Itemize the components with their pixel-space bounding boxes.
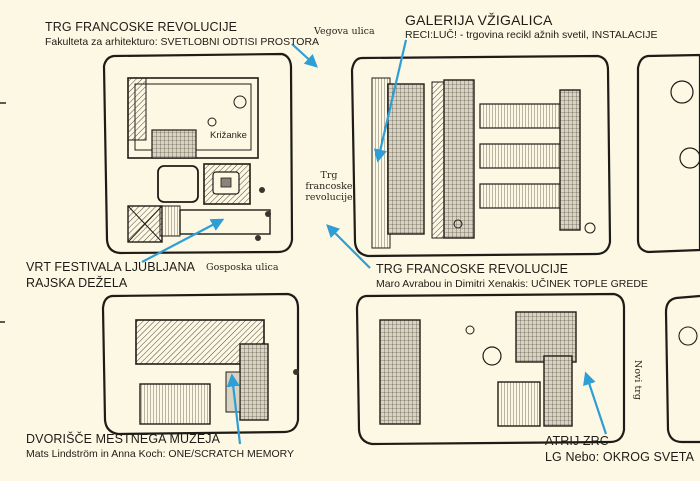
building-krizanke: Križanke	[210, 130, 247, 141]
location-title: ATRIJ ZRC	[545, 434, 609, 448]
location-subtitle: LG Nebo: OKROG SVETA	[545, 450, 695, 464]
location-title: TRG FRANCOSKE REVOLUCIJE	[45, 20, 238, 34]
location-title: VRT FESTIVALA LJUBLJANA	[26, 260, 196, 274]
location-subtitle: Maro Avrabou in Dimitri Xenakis: UČINEK …	[376, 278, 648, 290]
margin-marks	[0, 102, 6, 323]
street-vegova: Vegova ulica	[314, 26, 375, 37]
block-right-bottom	[664, 294, 700, 444]
location-title: TRG FRANCOSKE REVOLUCIJE	[376, 262, 569, 276]
arrow-mestni-muzej	[226, 373, 242, 445]
block-vzigalica	[350, 54, 612, 258]
location-trg-fa[interactable]: TRG FRANCOSKE REVOLUCIJE Fakulteta za ar…	[45, 20, 319, 48]
location-trg-avrabou[interactable]: TRG FRANCOSKE REVOLUCIJE Maro Avrabou in…	[376, 262, 648, 290]
location-subtitle: Fakulteta za arhitekturo: SVETLOBNI ODTI…	[45, 36, 320, 48]
street-novi-trg: Novi trg	[632, 360, 643, 400]
arrow-vrt-festivala	[141, 218, 225, 263]
arrow-vegova	[291, 43, 318, 68]
block-right-top	[636, 53, 700, 254]
block-atrij-zrc	[355, 292, 626, 446]
arrow-vzigalica	[373, 39, 408, 163]
location-subtitle: RECI:LUČ! - trgovina recikl ažnih svetil…	[405, 29, 658, 41]
pointer-arrows	[141, 39, 608, 445]
location-title: GALERIJA VŽIGALICA	[405, 12, 553, 28]
location-atrij-zrc[interactable]: ATRIJ ZRC LG Nebo: OKROG SVETA	[545, 434, 694, 464]
location-subtitle: RAJSKA DEŽELA	[26, 276, 128, 290]
location-subtitle: Mats Lindström in Anna Koch: ONE/SCRATCH…	[26, 448, 295, 460]
street-trg: Trg francoske revolucije	[305, 170, 353, 203]
arrow-atrij-zrc	[583, 371, 608, 435]
block-krizanke	[102, 52, 294, 255]
location-galerija-vzigalica[interactable]: GALERIJA VŽIGALICA RECI:LUČ! - trgovina …	[405, 12, 657, 41]
block-mestni-muzej	[101, 292, 300, 436]
location-title: DVORIŠČE MESTNEGA MUZEJA	[26, 432, 221, 446]
location-dvorisce-muzeja[interactable]: DVORIŠČE MESTNEGA MUZEJA Mats Lindström …	[26, 432, 294, 460]
location-vrt-festivala[interactable]: VRT FESTIVALA LJUBLJANA RAJSKA DEŽELA	[26, 260, 195, 290]
street-gosposka: Gosposka ulica	[206, 262, 279, 273]
arrow-trg-avrabou	[326, 224, 371, 269]
